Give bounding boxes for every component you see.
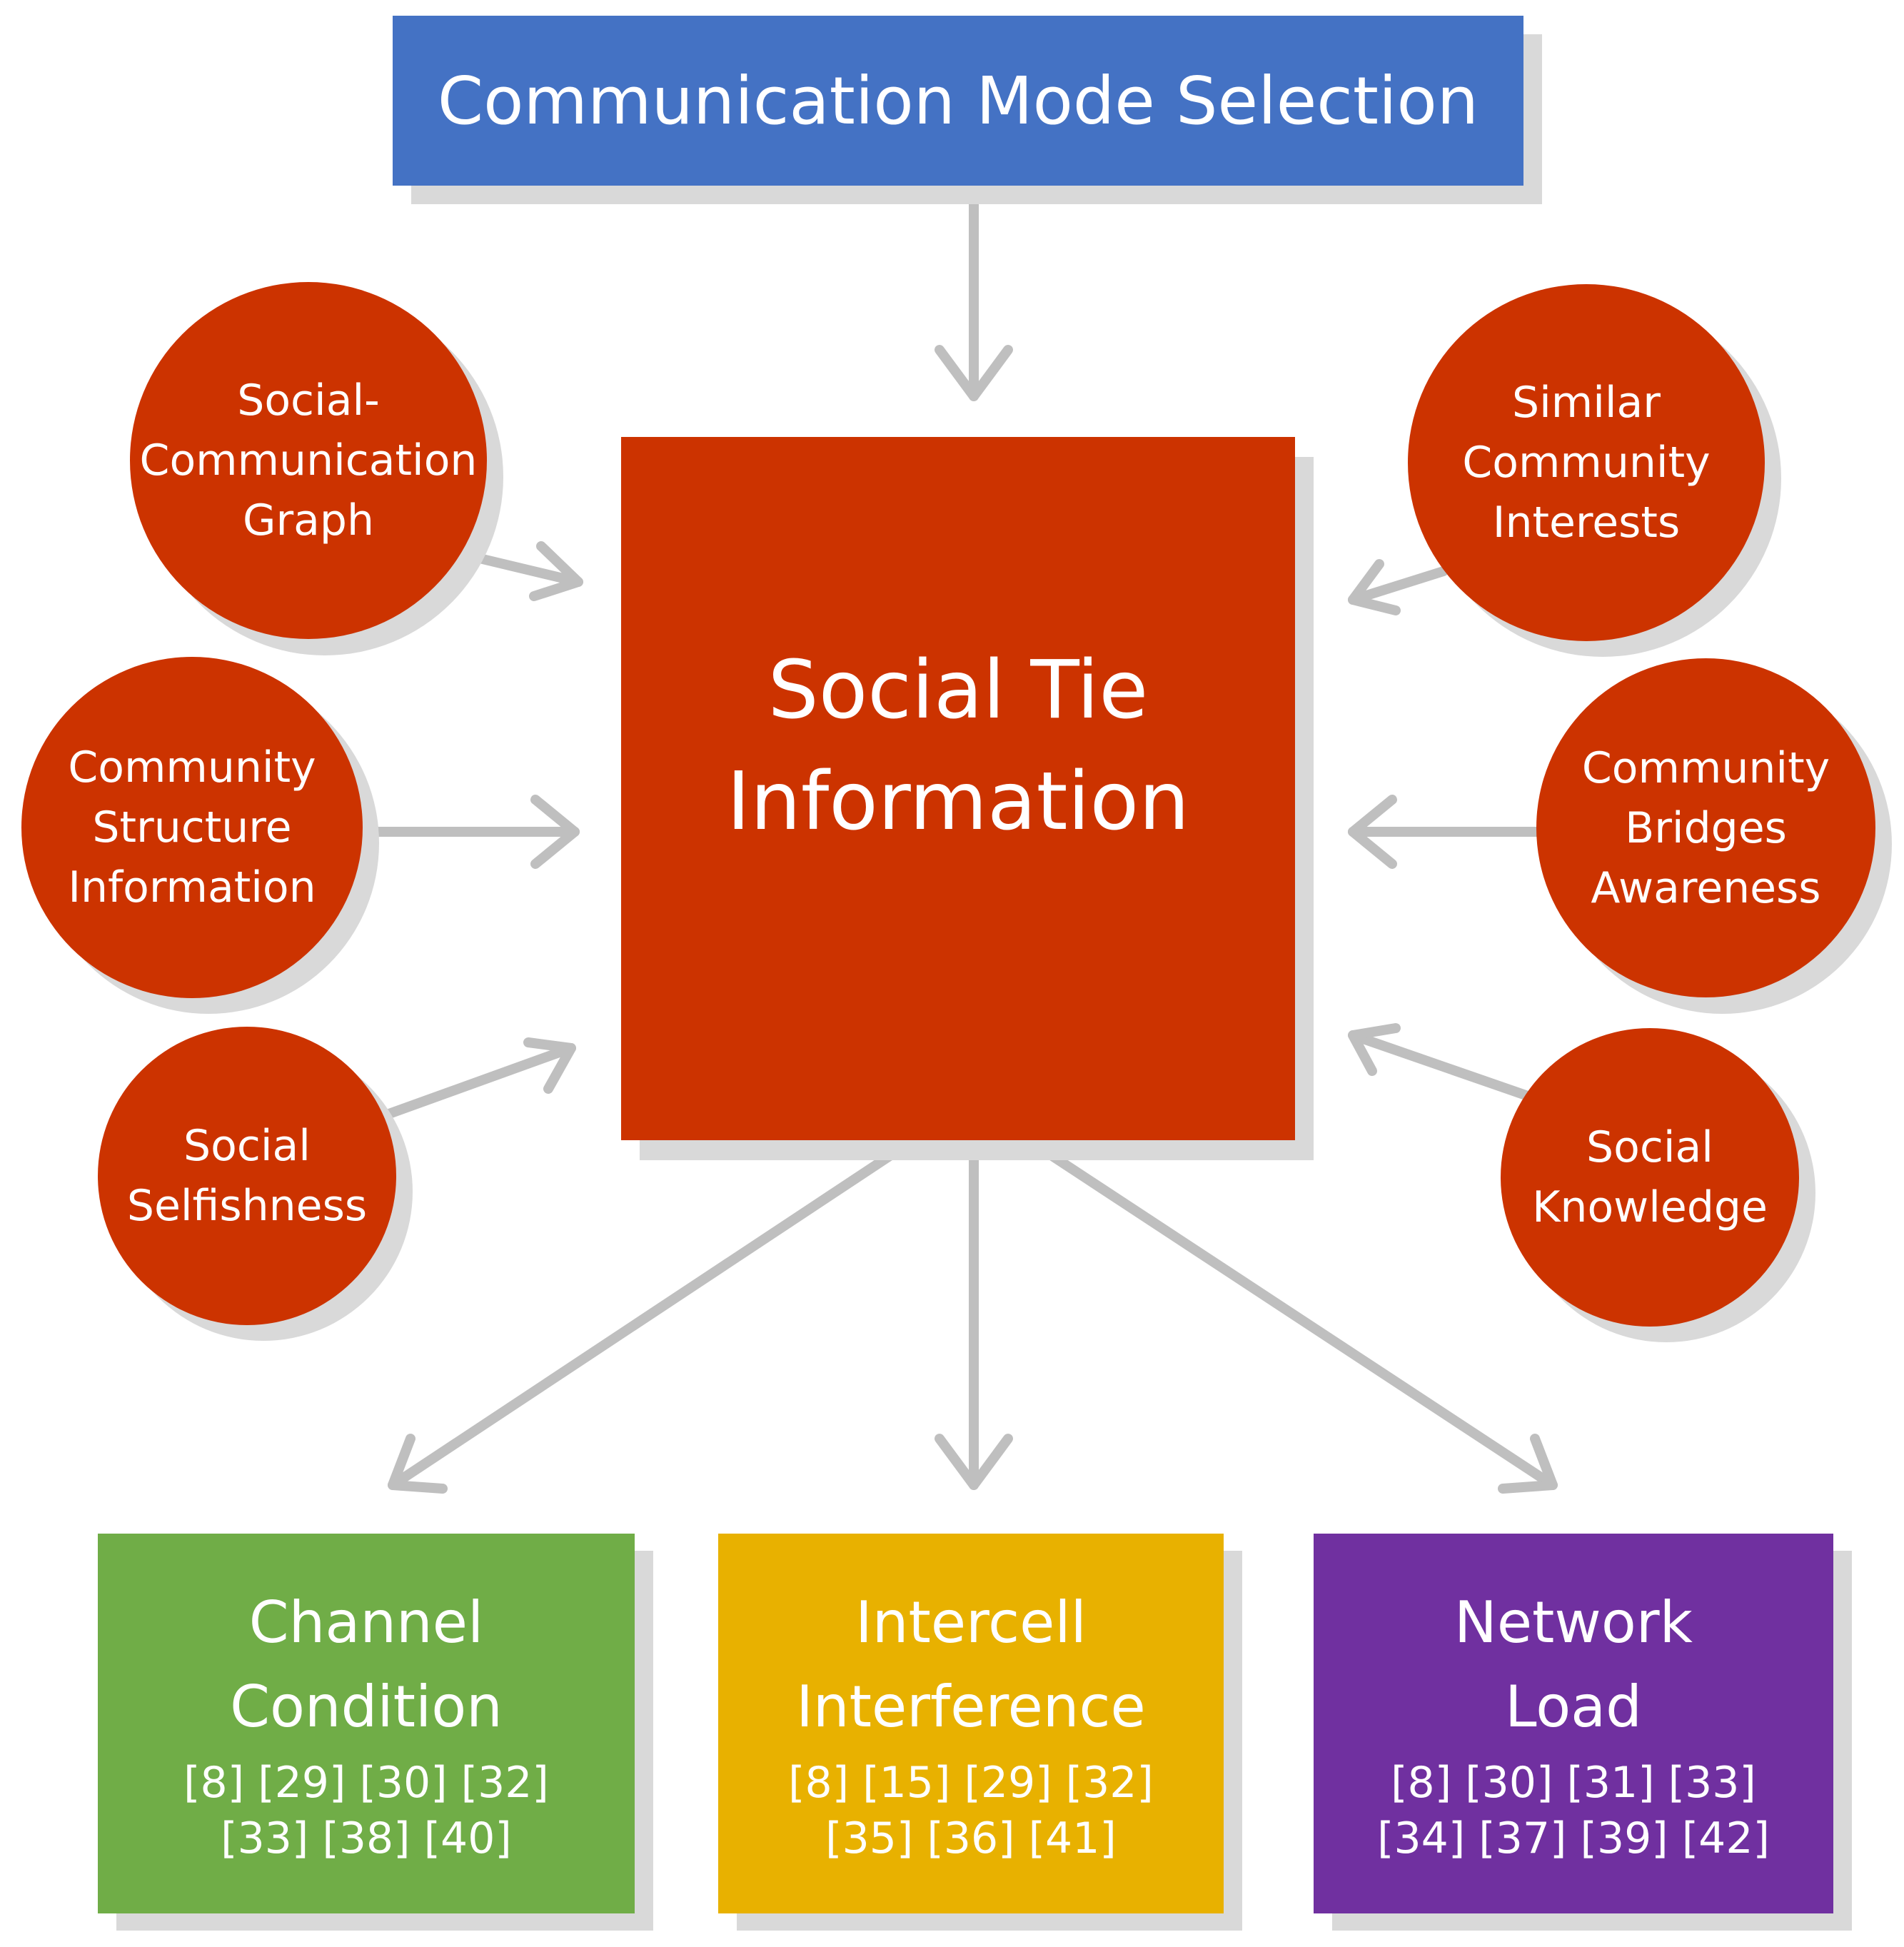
arrow-to-channel-condition — [388, 1137, 915, 1494]
circle-social-communication-graph: Social- Communication Graph — [130, 282, 487, 639]
network-load-box: Network Load [8] [30] [31] [33] [34] [37… — [1314, 1534, 1833, 1913]
center-box: Social Tie Information — [621, 437, 1295, 1140]
arrow-similar-community-interests — [1348, 559, 1449, 615]
label-community-bridges-awareness: Community Bridges Awareness — [1581, 743, 1830, 913]
circle-social-selfishness: Social Selfishness — [98, 1027, 396, 1325]
label-community-structure-information: Community Structure Information — [68, 743, 316, 912]
arrow-social-communication-graph — [463, 541, 583, 601]
arrow-community-structure-information — [356, 795, 580, 869]
label-social-selfishness: Social Selfishness — [126, 1121, 368, 1231]
arrow-social-selfishness — [384, 1037, 576, 1119]
label-similar-community-interests: Similar Community Interests — [1462, 378, 1711, 548]
label-social-communication-graph: Social- Communication Graph — [139, 376, 478, 545]
network-load-refs: [8] [30] [31] [33] [34] [37] [39] [42] — [1377, 1758, 1770, 1863]
channel-condition-refs: [8] [29] [30] [32] [33] [38] [40] — [183, 1758, 549, 1863]
header-title: Communication Mode Selection — [437, 62, 1479, 139]
label-social-knowledge: Social Knowledge — [1532, 1122, 1768, 1232]
arrow-to-network-load — [1027, 1137, 1558, 1494]
channel-condition-label: Channel Condition — [230, 1589, 503, 1740]
arrow-community-bridges-awareness — [1348, 795, 1543, 869]
header-box: Communication Mode Selection — [393, 16, 1523, 186]
arrow-social-knowledge — [1348, 1023, 1533, 1101]
circle-community-bridges-awareness: Community Bridges Awareness — [1536, 658, 1875, 997]
circle-social-knowledge: Social Knowledge — [1501, 1028, 1799, 1327]
center-label: Social Tie Information — [726, 643, 1190, 848]
intercell-interference-label: Intercell Interference — [796, 1589, 1146, 1740]
intercell-interference-box: Intercell Interference [8] [15] [29] [32… — [718, 1534, 1224, 1913]
intercell-interference-refs: [8] [15] [29] [32] [35] [36] [41] — [788, 1758, 1154, 1863]
network-load-label: Network Load — [1454, 1589, 1693, 1740]
arrow-header-to-center — [935, 186, 1013, 401]
circle-similar-community-interests: Similar Community Interests — [1408, 284, 1765, 641]
circle-community-structure-information: Community Structure Information — [21, 657, 363, 998]
arrow-to-intercell-interference — [935, 1137, 1013, 1490]
channel-condition-box: Channel Condition [8] [29] [30] [32] [33… — [98, 1534, 635, 1913]
